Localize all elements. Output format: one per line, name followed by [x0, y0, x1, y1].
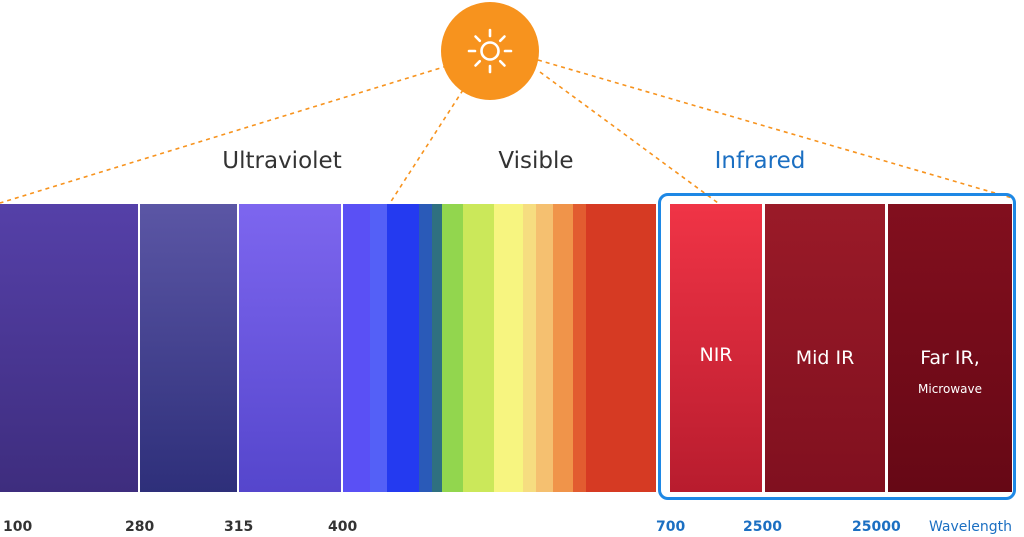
region-label-ultraviolet: Ultraviolet	[222, 148, 342, 174]
stripe-orange	[553, 204, 573, 492]
band-label-microwave: Microwave	[918, 382, 982, 396]
infrared-highlight-frame	[658, 193, 1016, 500]
stripe-dark-blue	[419, 204, 432, 492]
stripe-red	[586, 204, 656, 492]
tick-280: 280	[125, 519, 155, 535]
ray-nir	[539, 71, 719, 204]
tick-100: 100	[3, 519, 33, 535]
ray-visible	[389, 89, 464, 204]
wavelength-axis-label: Wavelength	[928, 519, 1012, 535]
tick-400: 400	[328, 519, 358, 535]
band-mid-ir: Mid IR	[765, 204, 885, 492]
stripe-pale-orange	[536, 204, 553, 492]
ray-far-ir	[537, 59, 1013, 199]
tick-315: 315	[224, 519, 254, 535]
band-uv-315-400	[239, 204, 341, 492]
band-label-far-ir: Far IR,	[920, 347, 980, 369]
sun-icon	[467, 28, 513, 74]
ray-ultraviolet	[0, 65, 448, 204]
sun	[441, 2, 539, 100]
stripe-red-orange	[573, 204, 586, 492]
stripe-yellow	[494, 204, 523, 492]
band-uv-280-315	[140, 204, 237, 492]
band-label-nir: NIR	[699, 344, 733, 366]
band-label-mid-ir: Mid IR	[795, 347, 855, 369]
tick-700: 700	[656, 519, 686, 535]
tick-25000: 25000	[852, 519, 901, 535]
stripe-light-orange	[523, 204, 536, 492]
band-nir: NIR	[670, 204, 762, 492]
stripe-yellow-green	[463, 204, 494, 492]
region-label-visible: Visible	[498, 148, 574, 174]
band-uv-100-280	[0, 204, 138, 492]
band-far-ir: Far IR, Microwave	[888, 204, 1012, 492]
tick-2500: 2500	[743, 519, 782, 535]
stripe-teal	[432, 204, 442, 492]
stripe-blue	[387, 204, 419, 492]
stripe-violet	[370, 204, 387, 492]
band-uv-edge	[343, 204, 370, 492]
stripe-green	[442, 204, 463, 492]
region-label-infrared: Infrared	[714, 148, 806, 174]
